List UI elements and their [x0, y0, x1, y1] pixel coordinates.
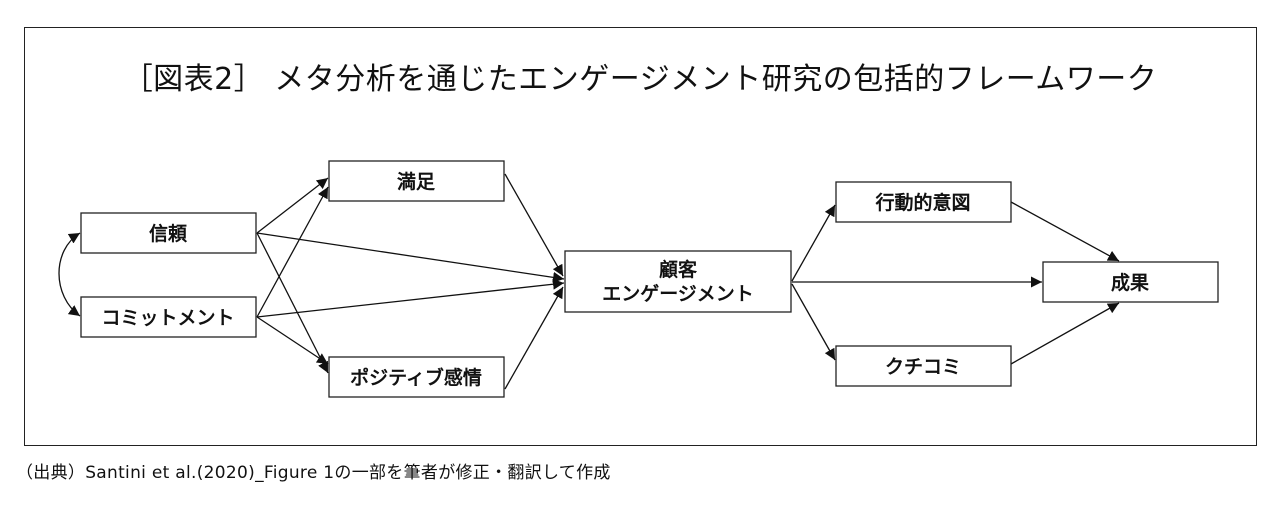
engagement-label-line1: 顧客 — [659, 258, 698, 281]
commitment-label: コミットメント — [101, 307, 234, 329]
outcome-box — [1042, 261, 1219, 303]
edge-trust-engagement — [256, 232, 565, 283]
edge-trust-satisfaction — [256, 177, 329, 234]
behavioral-intention-label: 行動的意図 — [874, 191, 970, 214]
edge-word-of-mouth-outcome — [1010, 302, 1120, 365]
word-of-mouth-box — [835, 345, 1012, 387]
source-caption: （出典）Santini et al.(2020)_Figure 1の一部を筆者が… — [16, 463, 611, 483]
positive-emotion-label: ポジティブ感情 — [350, 366, 482, 389]
trust-box — [80, 212, 257, 254]
edge-commitment-positive-emotion — [256, 316, 329, 365]
edge-trust-commitment — [58, 232, 81, 317]
commitment-box — [80, 296, 257, 338]
satisfaction-label: 満足 — [397, 171, 436, 193]
edge-commitment-satisfaction — [256, 186, 329, 318]
edge-engagement-word-of-mouth — [791, 283, 836, 361]
figure-title: ［図表2］ メタ分析を通じたエンゲージメント研究の包括的フレームワーク — [122, 62, 1158, 97]
edge-commitment-engagement — [256, 278, 565, 318]
engagement-box — [564, 250, 792, 313]
behavioral-intention-box — [835, 181, 1012, 223]
trust-label: 信頼 — [149, 222, 188, 245]
edge-engagement-behavioral-intention — [791, 204, 836, 282]
figure-frame — [24, 27, 1257, 446]
satisfaction-box — [328, 160, 505, 202]
edge-satisfaction-engagement — [504, 173, 564, 277]
word-of-mouth-label: クチコミ — [885, 356, 961, 378]
outcome-label: 成果 — [1111, 271, 1149, 294]
positive-emotion-box — [328, 356, 505, 398]
edge-positive-emotion-engagement — [504, 286, 564, 390]
engagement-label-line2: エンゲージメント — [602, 283, 754, 305]
edge-trust-positive-emotion — [256, 232, 329, 374]
edge-behavioral-intention-outcome — [1010, 201, 1120, 262]
